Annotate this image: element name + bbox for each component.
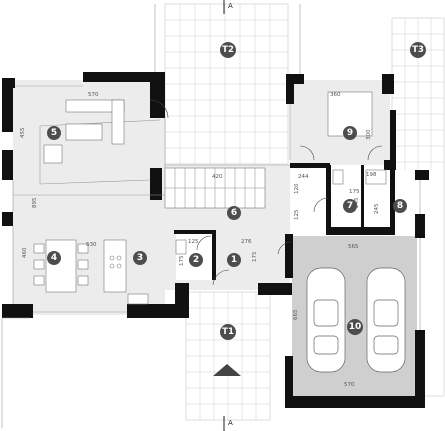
svg-text:7: 7 bbox=[347, 201, 353, 211]
terrace-label-t1: T1 bbox=[220, 324, 236, 340]
dim-245-bath: 245 bbox=[354, 197, 360, 208]
room-number-3: 3 bbox=[133, 251, 147, 265]
svg-text:8: 8 bbox=[397, 201, 403, 211]
staircase bbox=[164, 167, 266, 209]
thin-lines bbox=[1, 4, 421, 428]
walls bbox=[2, 72, 429, 408]
dim-630: 630 bbox=[86, 242, 97, 248]
svg-text:9: 9 bbox=[347, 128, 353, 138]
room-number-8: 8 bbox=[393, 199, 407, 213]
room-number-1: 1 bbox=[227, 253, 241, 267]
dim-175-bath: 175 bbox=[349, 189, 360, 195]
room-number-9: 9 bbox=[343, 126, 357, 140]
dim-125-wc: 125 bbox=[188, 239, 199, 245]
svg-text:2: 2 bbox=[193, 255, 199, 265]
room-number-2: 2 bbox=[189, 253, 203, 267]
garage-cars bbox=[306, 267, 406, 373]
dim-460: 460 bbox=[22, 247, 28, 258]
svg-text:5: 5 bbox=[51, 128, 57, 138]
entrance-arrow bbox=[213, 364, 241, 376]
dim-455: 455 bbox=[20, 127, 26, 138]
dim-120: 120 bbox=[294, 183, 300, 194]
svg-text:T3: T3 bbox=[412, 45, 424, 55]
dim-300: 300 bbox=[366, 129, 372, 140]
terrace-t2 bbox=[164, 3, 289, 165]
dim-570-top: 570 bbox=[88, 92, 99, 98]
dim-175-hall: 175 bbox=[252, 251, 258, 262]
svg-text:3: 3 bbox=[137, 253, 143, 263]
dim-125-hall: 125 bbox=[294, 209, 300, 220]
dim-570-garage: 570 bbox=[344, 382, 355, 388]
section-line: A A bbox=[223, 0, 233, 431]
dim-175-wc: 175 bbox=[179, 255, 185, 266]
dim-360: 360 bbox=[330, 92, 341, 98]
svg-text:10: 10 bbox=[349, 322, 362, 332]
svg-text:6: 6 bbox=[231, 208, 237, 218]
room-number-7: 7 bbox=[343, 199, 357, 213]
room-number-6: 6 bbox=[227, 206, 241, 220]
dim-665: 665 bbox=[293, 309, 299, 320]
terrace-label-t3: T3 bbox=[410, 42, 426, 58]
dim-245-boiler: 245 bbox=[374, 203, 380, 214]
dim-895: 895 bbox=[32, 197, 38, 208]
svg-text:T1: T1 bbox=[222, 327, 234, 337]
svg-text:T2: T2 bbox=[222, 45, 234, 55]
terrace-label-t2: T2 bbox=[220, 42, 236, 58]
room-number-10: 10 bbox=[347, 319, 363, 335]
dim-198: 198 bbox=[366, 172, 377, 178]
svg-text:1: 1 bbox=[231, 255, 237, 265]
room-number-5: 5 bbox=[47, 126, 61, 140]
dim-565: 565 bbox=[348, 244, 359, 250]
dim-244: 244 bbox=[298, 174, 309, 180]
dim-276: 276 bbox=[241, 239, 252, 245]
svg-text:4: 4 bbox=[51, 253, 57, 263]
terrace-t1 bbox=[185, 291, 271, 421]
section-mark-bottom: A bbox=[228, 419, 233, 427]
section-mark-top: A bbox=[228, 2, 233, 10]
room-number-4: 4 bbox=[47, 251, 61, 265]
door-swings bbox=[149, 99, 383, 286]
dimensions: 570 455 895 630 460 420 244 120 125 276 … bbox=[20, 92, 380, 388]
dim-420: 420 bbox=[212, 174, 223, 180]
